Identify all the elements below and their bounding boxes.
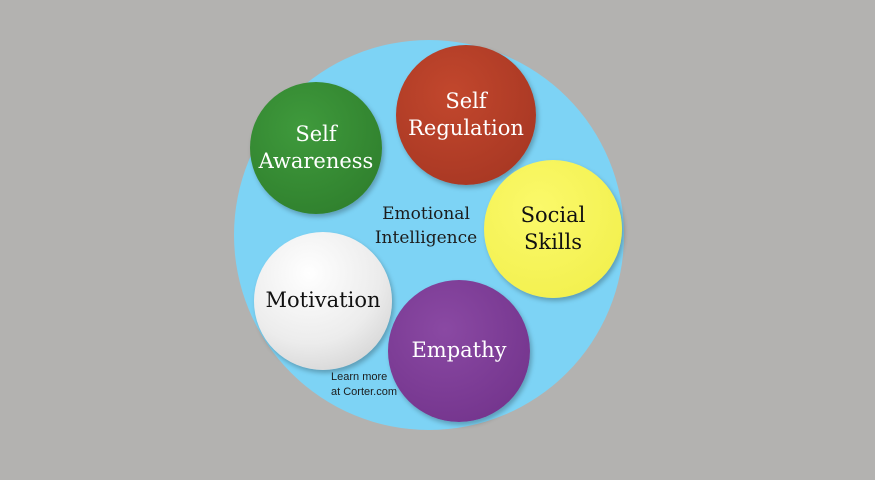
self-regulation-line2: Regulation — [408, 116, 524, 140]
motivation-label: Motivation — [265, 288, 381, 313]
center-label-line2: Intelligence — [374, 227, 478, 248]
credit-line2: at Corter.com — [331, 385, 398, 398]
node-self-awareness: Self Awareness — [250, 82, 382, 214]
self-regulation-line1: Self — [445, 88, 487, 113]
self-awareness-line1: Self — [295, 121, 337, 146]
self-awareness-line2: Awareness — [258, 149, 374, 173]
empathy-label: Empathy — [411, 338, 507, 363]
center-label-line1: Emotional — [382, 204, 470, 224]
node-self-regulation: Self Regulation — [396, 45, 536, 185]
social-skills-line1: Social — [520, 202, 586, 227]
credit-text: Learn more at Corter.com — [331, 370, 421, 400]
center-label: Emotional Intelligence — [364, 203, 488, 251]
credit-line1: Learn more — [331, 371, 388, 383]
node-social-skills: Social Skills — [484, 160, 622, 298]
node-empathy: Empathy — [388, 280, 530, 422]
social-skills-line2: Skills — [523, 230, 583, 254]
node-motivation: Motivation — [254, 232, 392, 370]
